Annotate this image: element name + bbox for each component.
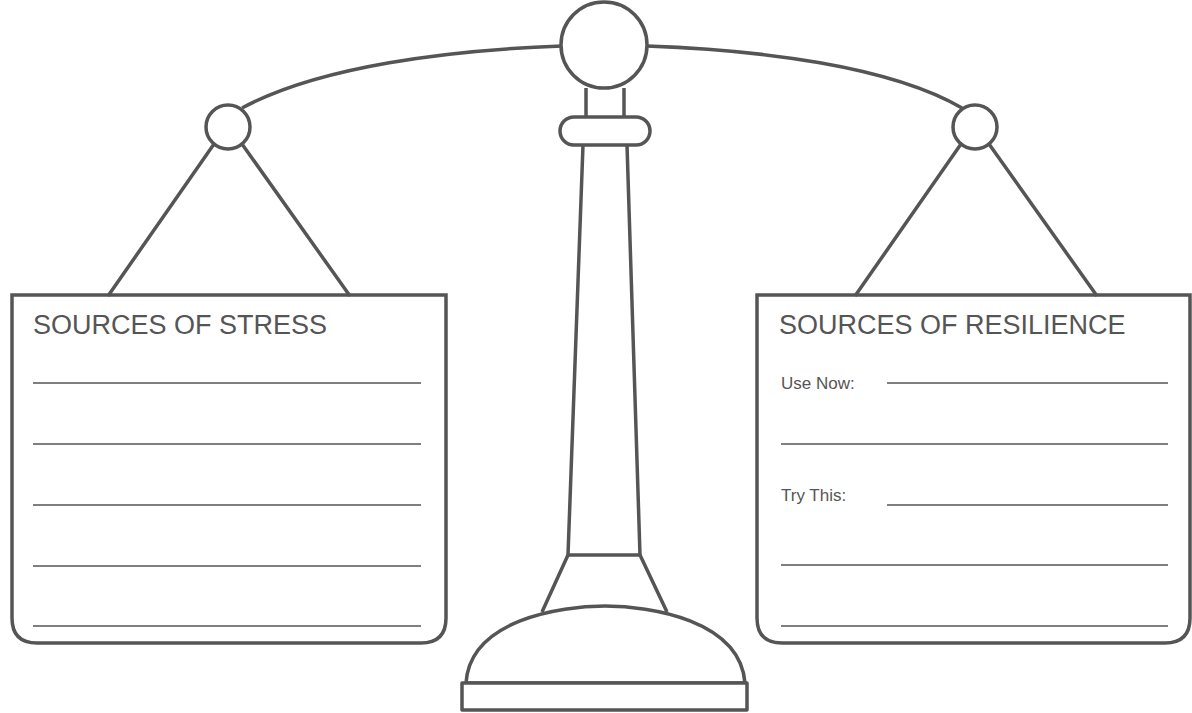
writing-lines bbox=[33, 383, 1168, 626]
scale-frame bbox=[108, 2, 1097, 710]
row-label: Use Now: bbox=[781, 374, 855, 394]
stress-lines bbox=[33, 383, 421, 626]
scale-pillar bbox=[568, 145, 640, 555]
resilience-lines bbox=[781, 383, 1168, 626]
pan-outline bbox=[757, 295, 1190, 643]
pivot-neck bbox=[586, 88, 624, 117]
pan-border bbox=[12, 295, 446, 643]
pivot-knob bbox=[561, 2, 647, 88]
pivot-collar bbox=[560, 117, 650, 145]
hanger-ring-left bbox=[206, 105, 250, 149]
scale-base bbox=[462, 683, 747, 710]
pan-heading: SOURCES OF RESILIENCE bbox=[779, 309, 1126, 341]
hanger-ring-right bbox=[953, 105, 997, 149]
scale-beam-right bbox=[647, 46, 962, 108]
pan-border bbox=[757, 295, 1190, 643]
stress-pan: SOURCES OF STRESS bbox=[12, 295, 446, 643]
hanger-strings-right bbox=[855, 144, 1097, 296]
hanger-strings-left bbox=[108, 144, 350, 296]
pan-heading: SOURCES OF STRESS bbox=[33, 309, 327, 341]
scale-beam-left bbox=[242, 46, 562, 108]
resilience-pan: SOURCES OF RESILIENCE Use Now: Try This: bbox=[757, 295, 1190, 643]
scale-dome bbox=[466, 606, 745, 683]
row-label: Try This: bbox=[781, 486, 846, 506]
pan-outline bbox=[12, 295, 446, 643]
pillar-foot bbox=[542, 555, 667, 612]
